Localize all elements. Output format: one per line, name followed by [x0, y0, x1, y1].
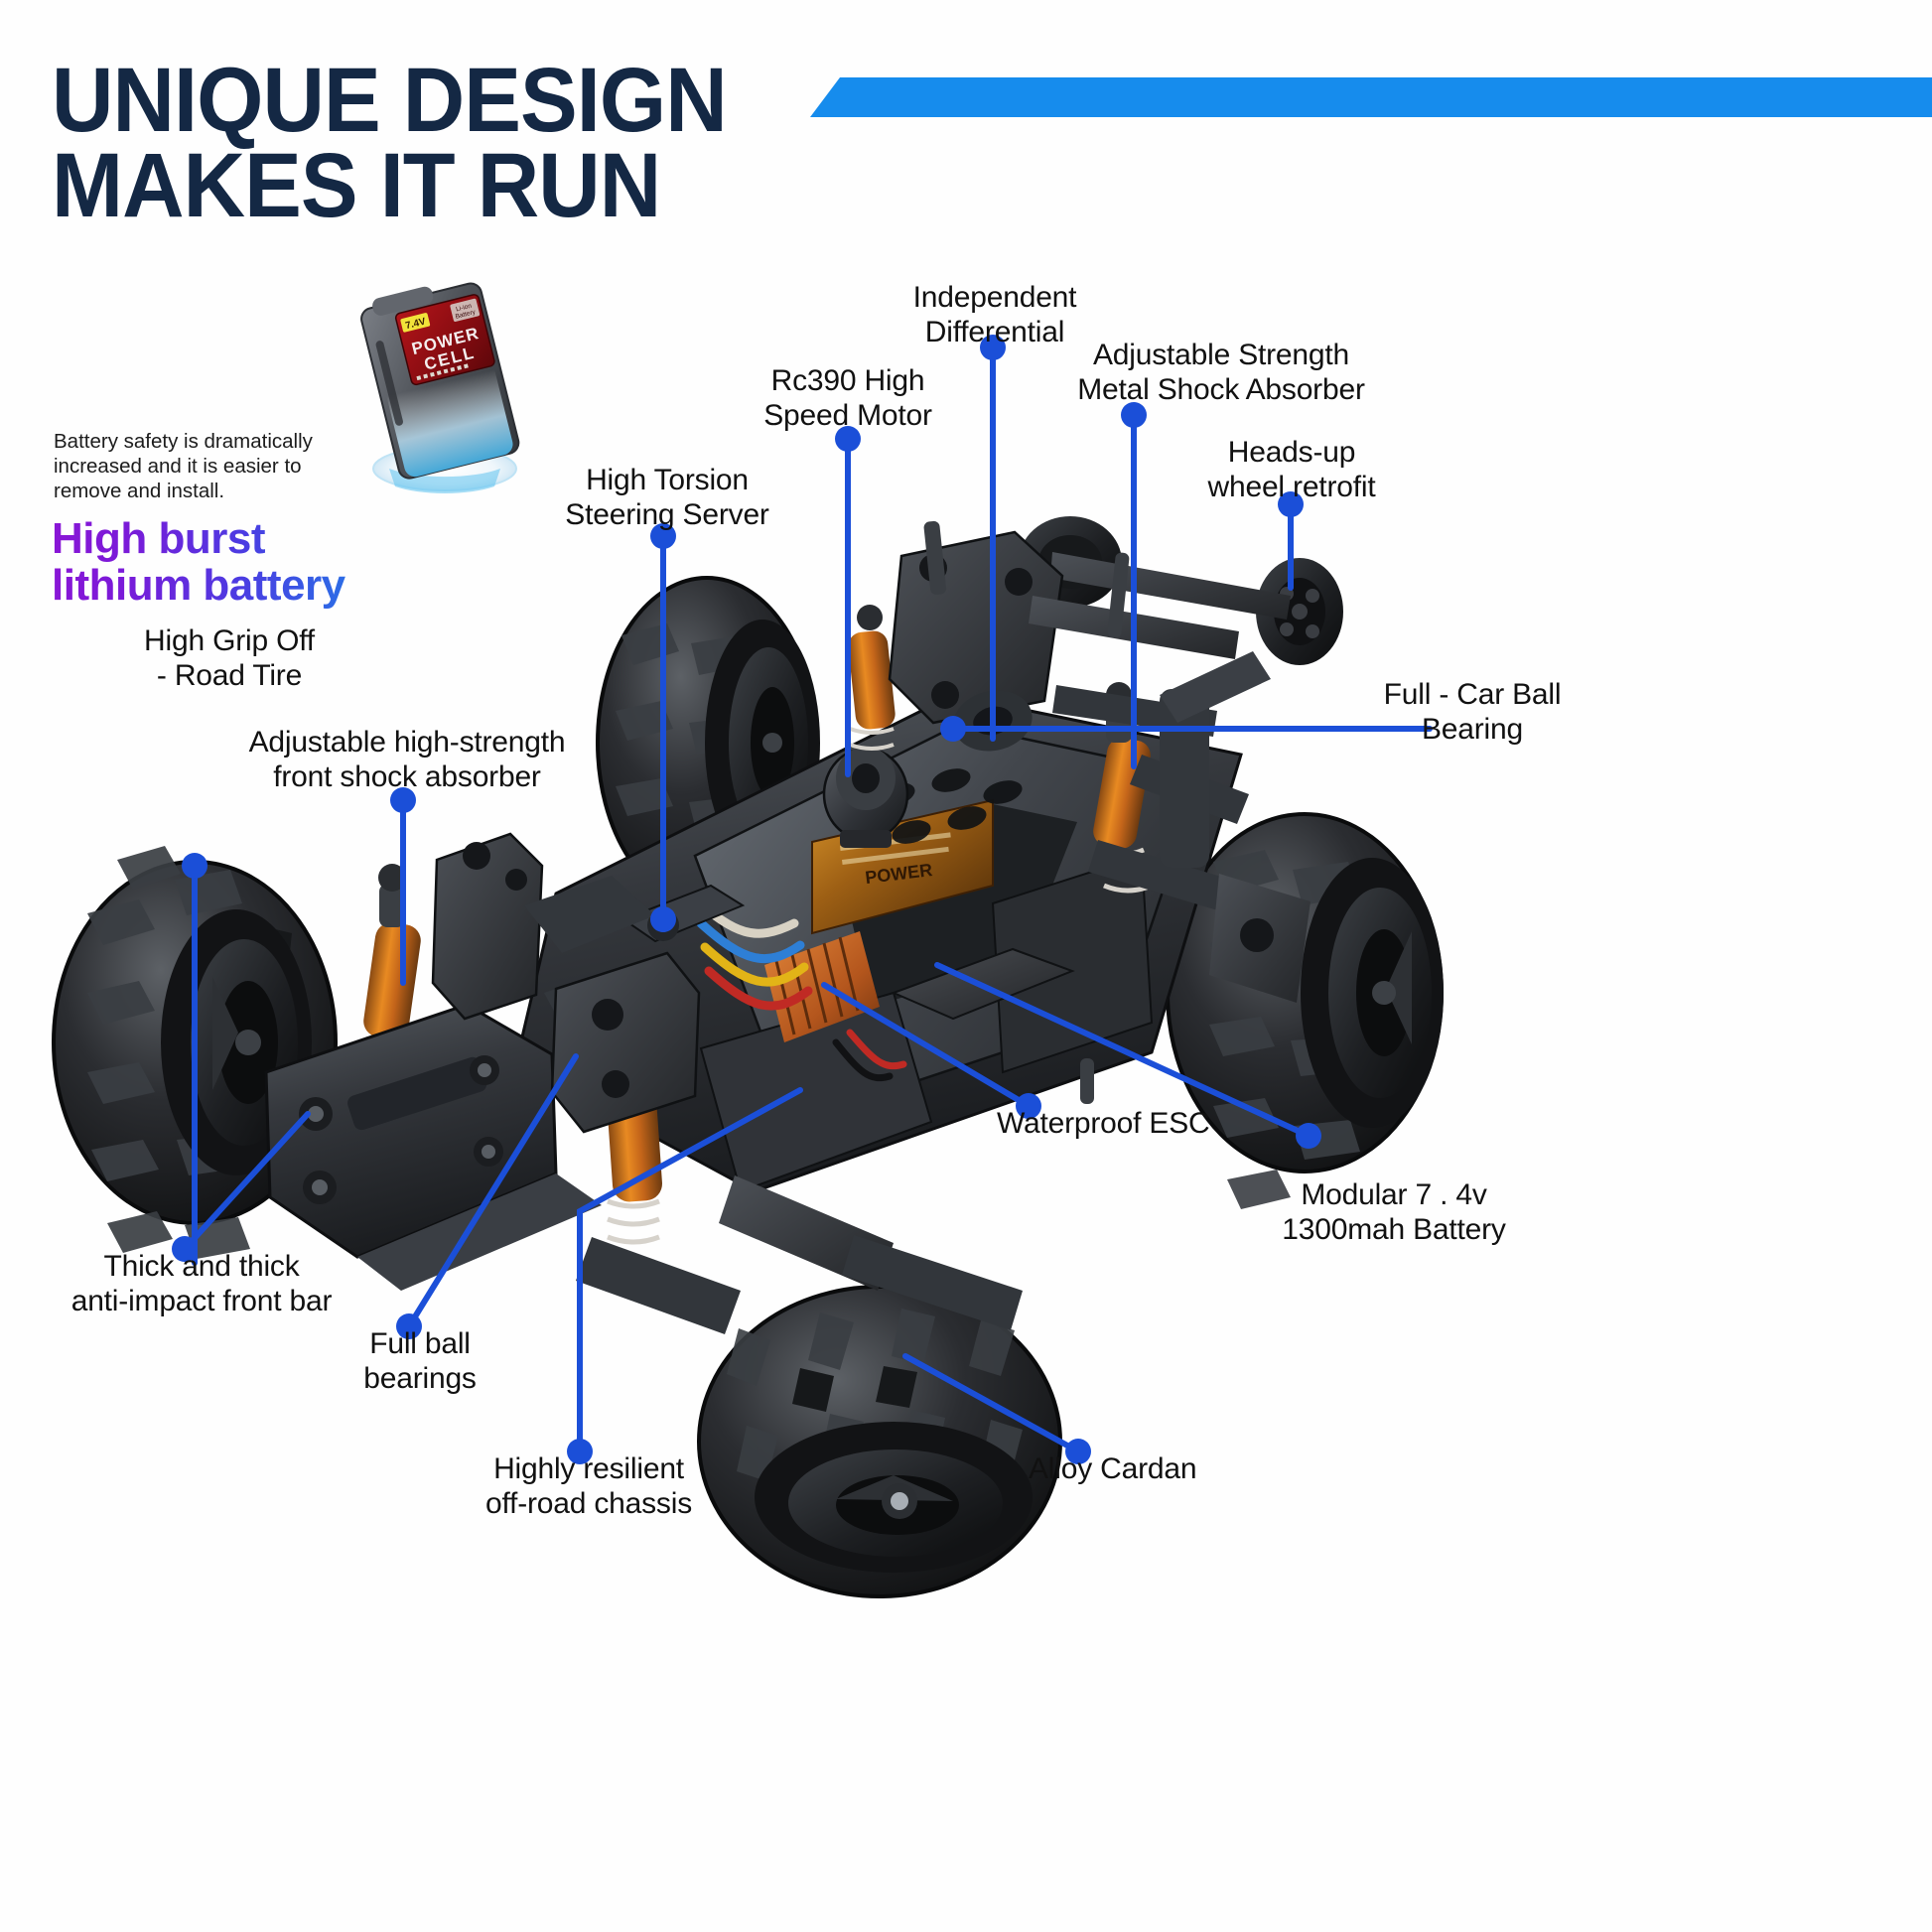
rear-body-brace [1160, 651, 1271, 723]
callout-thick-anti-impact-front-bar: Thick and thick anti-impact front bar [70, 1250, 333, 1318]
callout-highly-resilient-off-road-chassis: Highly resilient off-road chassis [484, 1452, 693, 1521]
shock-right-metal [1093, 682, 1153, 894]
shock-rear-left [848, 605, 896, 751]
wheel-right [1166, 812, 1444, 1209]
steering-servo [621, 884, 746, 943]
wheel-bottom-center [697, 1285, 1062, 1598]
callout-adjustable-strength-metal-shock-absorber: Adjustable Strength Metal Shock Absorber [1077, 339, 1365, 407]
wiring-harness [690, 895, 907, 1082]
rear-arms [1029, 596, 1311, 1003]
page-title-line-2: MAKES IT RUN [52, 135, 661, 237]
callout-high-grip-off-road-tire: High Grip Off - Road Tire [144, 624, 315, 693]
battery-voltage-label: 7.4V [404, 316, 427, 332]
body-posts [923, 520, 1209, 1104]
callout-waterproof-esc: Waterproof ESC [997, 1107, 1210, 1140]
battery-product-image: 7.4V Li-ion Battery POWER CELL [328, 274, 576, 522]
svg-text:Battery: Battery [455, 309, 477, 321]
page-title: UNIQUE DESIGN MAKES IT RUN [52, 50, 945, 237]
page-title-line-1: UNIQUE DESIGN [52, 50, 728, 151]
motor-heatsink [764, 931, 880, 1042]
header-accent-bar [810, 77, 1932, 117]
front-bumper-bar [264, 1003, 602, 1291]
callout-high-torsion-steering-server: High Torsion Steering Server [565, 464, 769, 532]
callout-rc390-high-speed-motor: Rc390 High Speed Motor [763, 364, 932, 433]
wheel-rear-top-right [1019, 516, 1343, 665]
svg-text:POWER: POWER [864, 860, 933, 888]
shock-front-left [363, 864, 421, 1078]
callout-heads-up-wheel-retrofit: Heads-up wheel retrofit [1207, 436, 1376, 504]
callout-modular-battery: Modular 7 . 4v 1300mah Battery [1282, 1178, 1506, 1247]
waterproof-esc-component [891, 947, 1075, 1021]
callout-full-car-ball-bearing: Full - Car Ball Bearing [1383, 678, 1562, 747]
svg-text:Li-ion: Li-ion [456, 303, 473, 314]
callout-adjustable-high-strength-front-shock-absorber: Adjustable high-strength front shock abs… [248, 726, 566, 794]
battery-promo-description: Battery safety is dramatically increased… [54, 430, 313, 502]
wheel-rear-left [596, 576, 820, 909]
battery-pack-installed: POWER [811, 798, 994, 935]
callout-full-ball-bearings: Full ball bearings [363, 1327, 477, 1396]
rear-diff-tower [888, 530, 1064, 752]
shock-center-lower [607, 1021, 662, 1245]
rc390-motor [822, 747, 909, 848]
wheel-front-left [52, 846, 338, 1259]
front-suspension-tower [431, 832, 671, 1040]
callout-independent-differential: Independent Differential [912, 281, 1077, 349]
battery-promo-heading: High burst lithium battery [52, 515, 469, 609]
center-bulkhead [550, 951, 701, 1134]
callout-alloy-cardan: Alloy Cardan [1029, 1452, 1197, 1485]
